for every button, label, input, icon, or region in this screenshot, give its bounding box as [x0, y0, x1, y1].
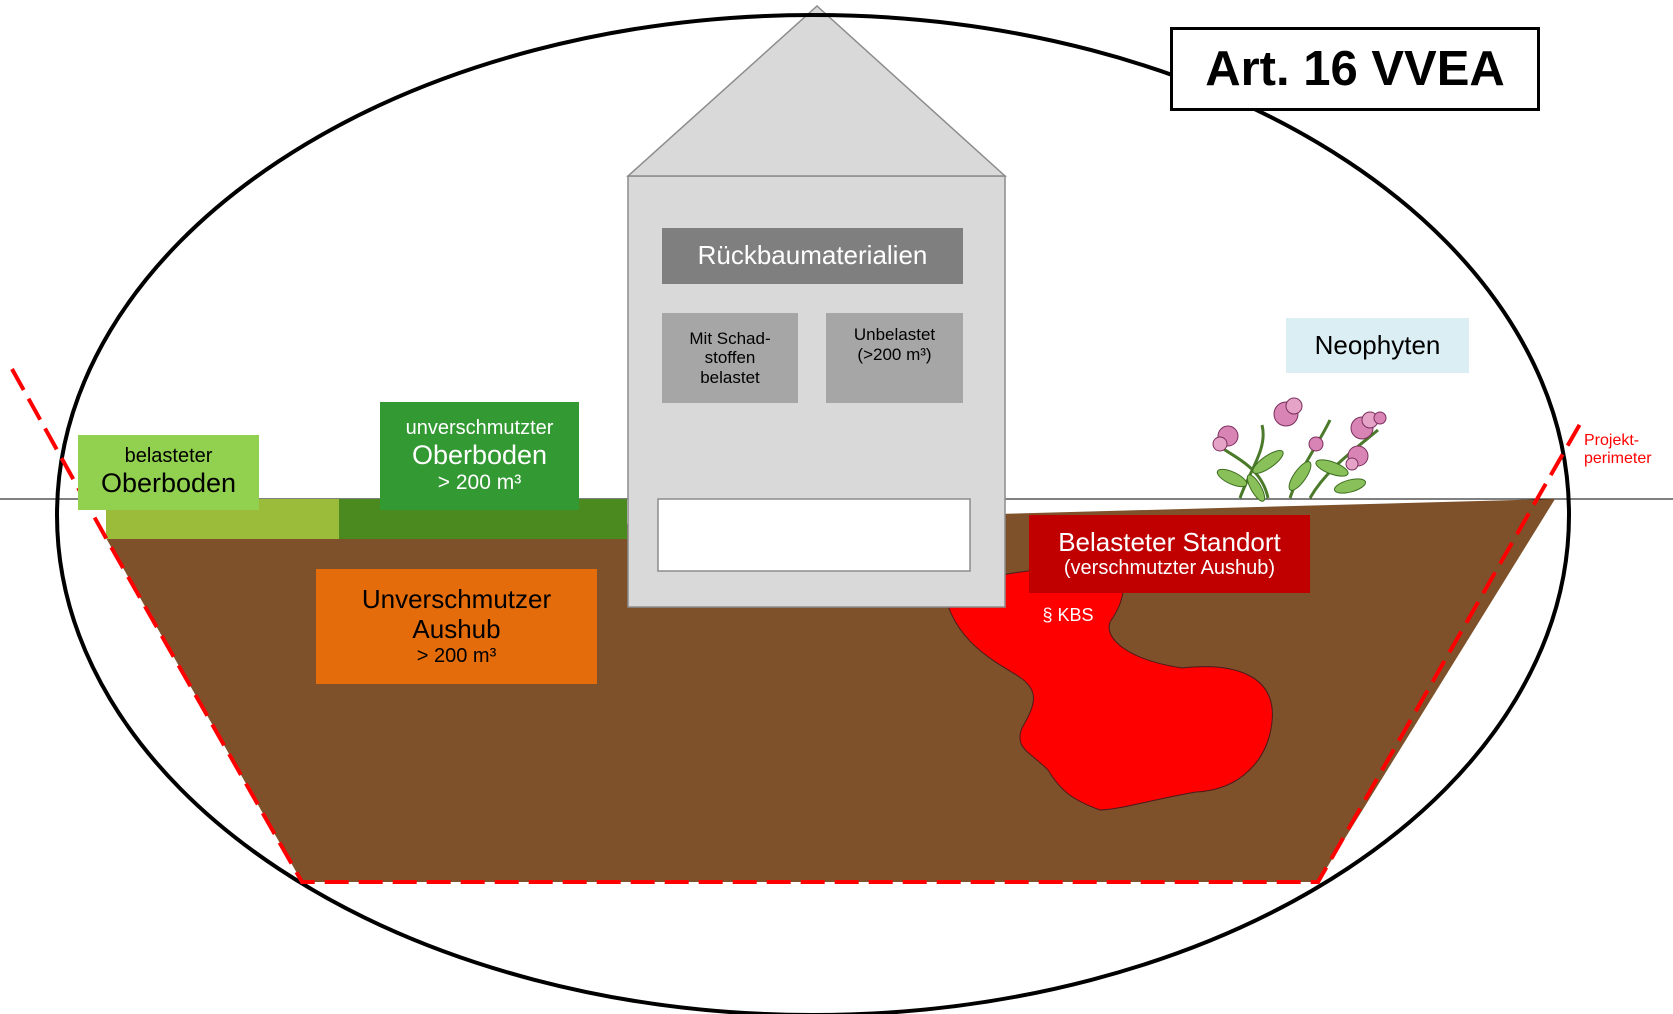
unverschmutzter-aushub-label: Unverschmutzer Aushub > 200 m³ [316, 569, 597, 684]
schadstoff-belastet-box: Mit Schad- stoffen belastet [662, 313, 798, 403]
building-basement [657, 498, 971, 572]
page-title: Art. 16 VVEA [1205, 41, 1505, 96]
building-roof [626, 4, 1007, 177]
unbelastet-box: Unbelastet (>200 m³) [826, 313, 963, 403]
belasteter-standort-label: Belasteter Standort (verschmutzter Aushu… [1029, 515, 1310, 593]
rueckbaumaterialien-label: Rückbaumaterialien [662, 228, 963, 284]
project-ellipse [55, 13, 1571, 1014]
projektperimeter-line [10, 368, 1582, 884]
title-box: Art. 16 VVEA [1170, 27, 1540, 111]
unverschmutzter-oberboden-label: unverschmutzter Oberboden > 200 m³ [380, 402, 579, 510]
kbs-label: § KBS [1042, 604, 1094, 625]
projektperimeter-label: Projekt- perimeter [1584, 431, 1652, 467]
neophyte-plant-icon [1212, 397, 1387, 502]
belasteter-oberboden-label: belasteter Oberboden [78, 435, 259, 510]
neophyten-label: Neophyten [1286, 318, 1469, 373]
